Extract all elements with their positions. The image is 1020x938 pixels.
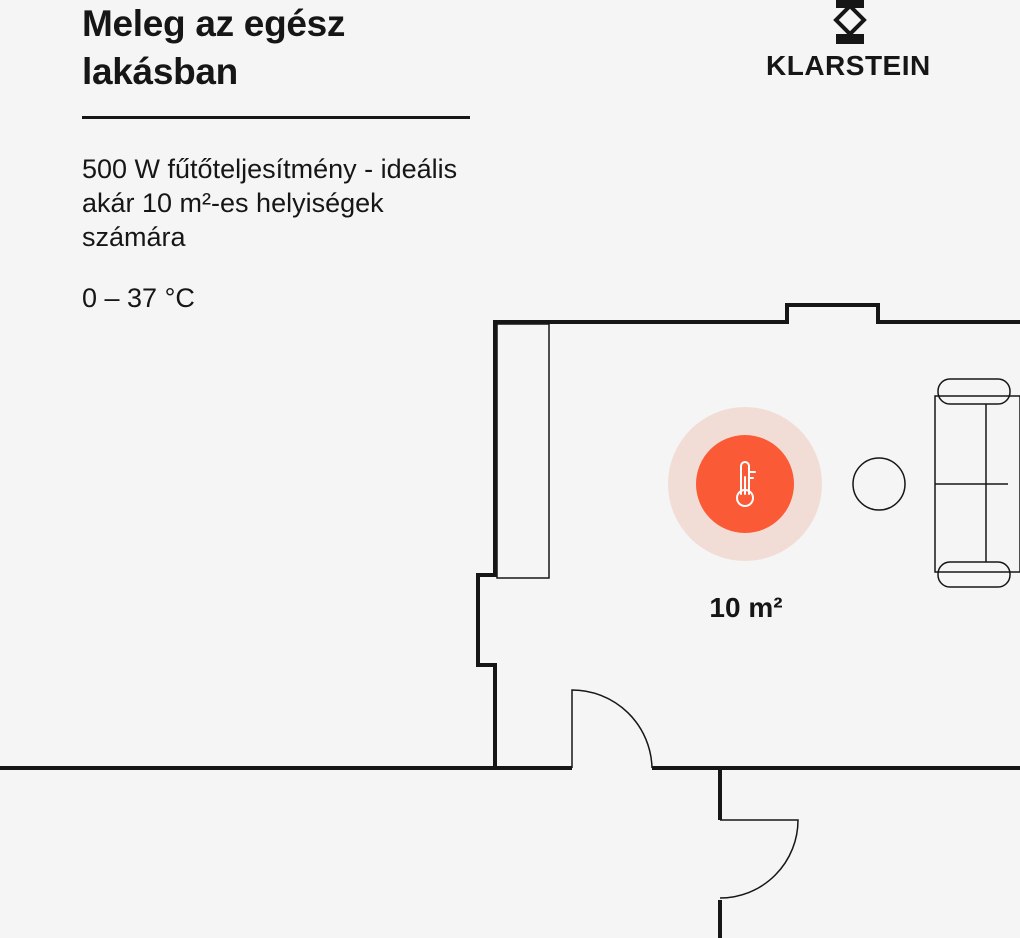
built-in-cabinet xyxy=(496,323,550,579)
brand-name: KLARSTEIN xyxy=(766,50,931,81)
corridor-door xyxy=(719,819,799,899)
heating-power-description: 500 W fűtőteljesítmény - ideális akár 10… xyxy=(82,154,458,252)
sofa xyxy=(934,378,1020,588)
klarstein-diamond-icon xyxy=(833,0,867,44)
room-wall xyxy=(476,303,1020,768)
brand-logo: KLARSTEIN xyxy=(760,0,950,90)
headline-divider xyxy=(82,116,470,119)
room-door xyxy=(571,689,653,769)
thermometer-icon xyxy=(736,461,756,507)
coffee-table xyxy=(852,457,906,511)
temperature-range: 0 – 37 °C xyxy=(82,283,195,313)
room-area-label: 10 m² xyxy=(709,592,783,623)
headline: Meleg az egész lakásban xyxy=(82,3,346,92)
